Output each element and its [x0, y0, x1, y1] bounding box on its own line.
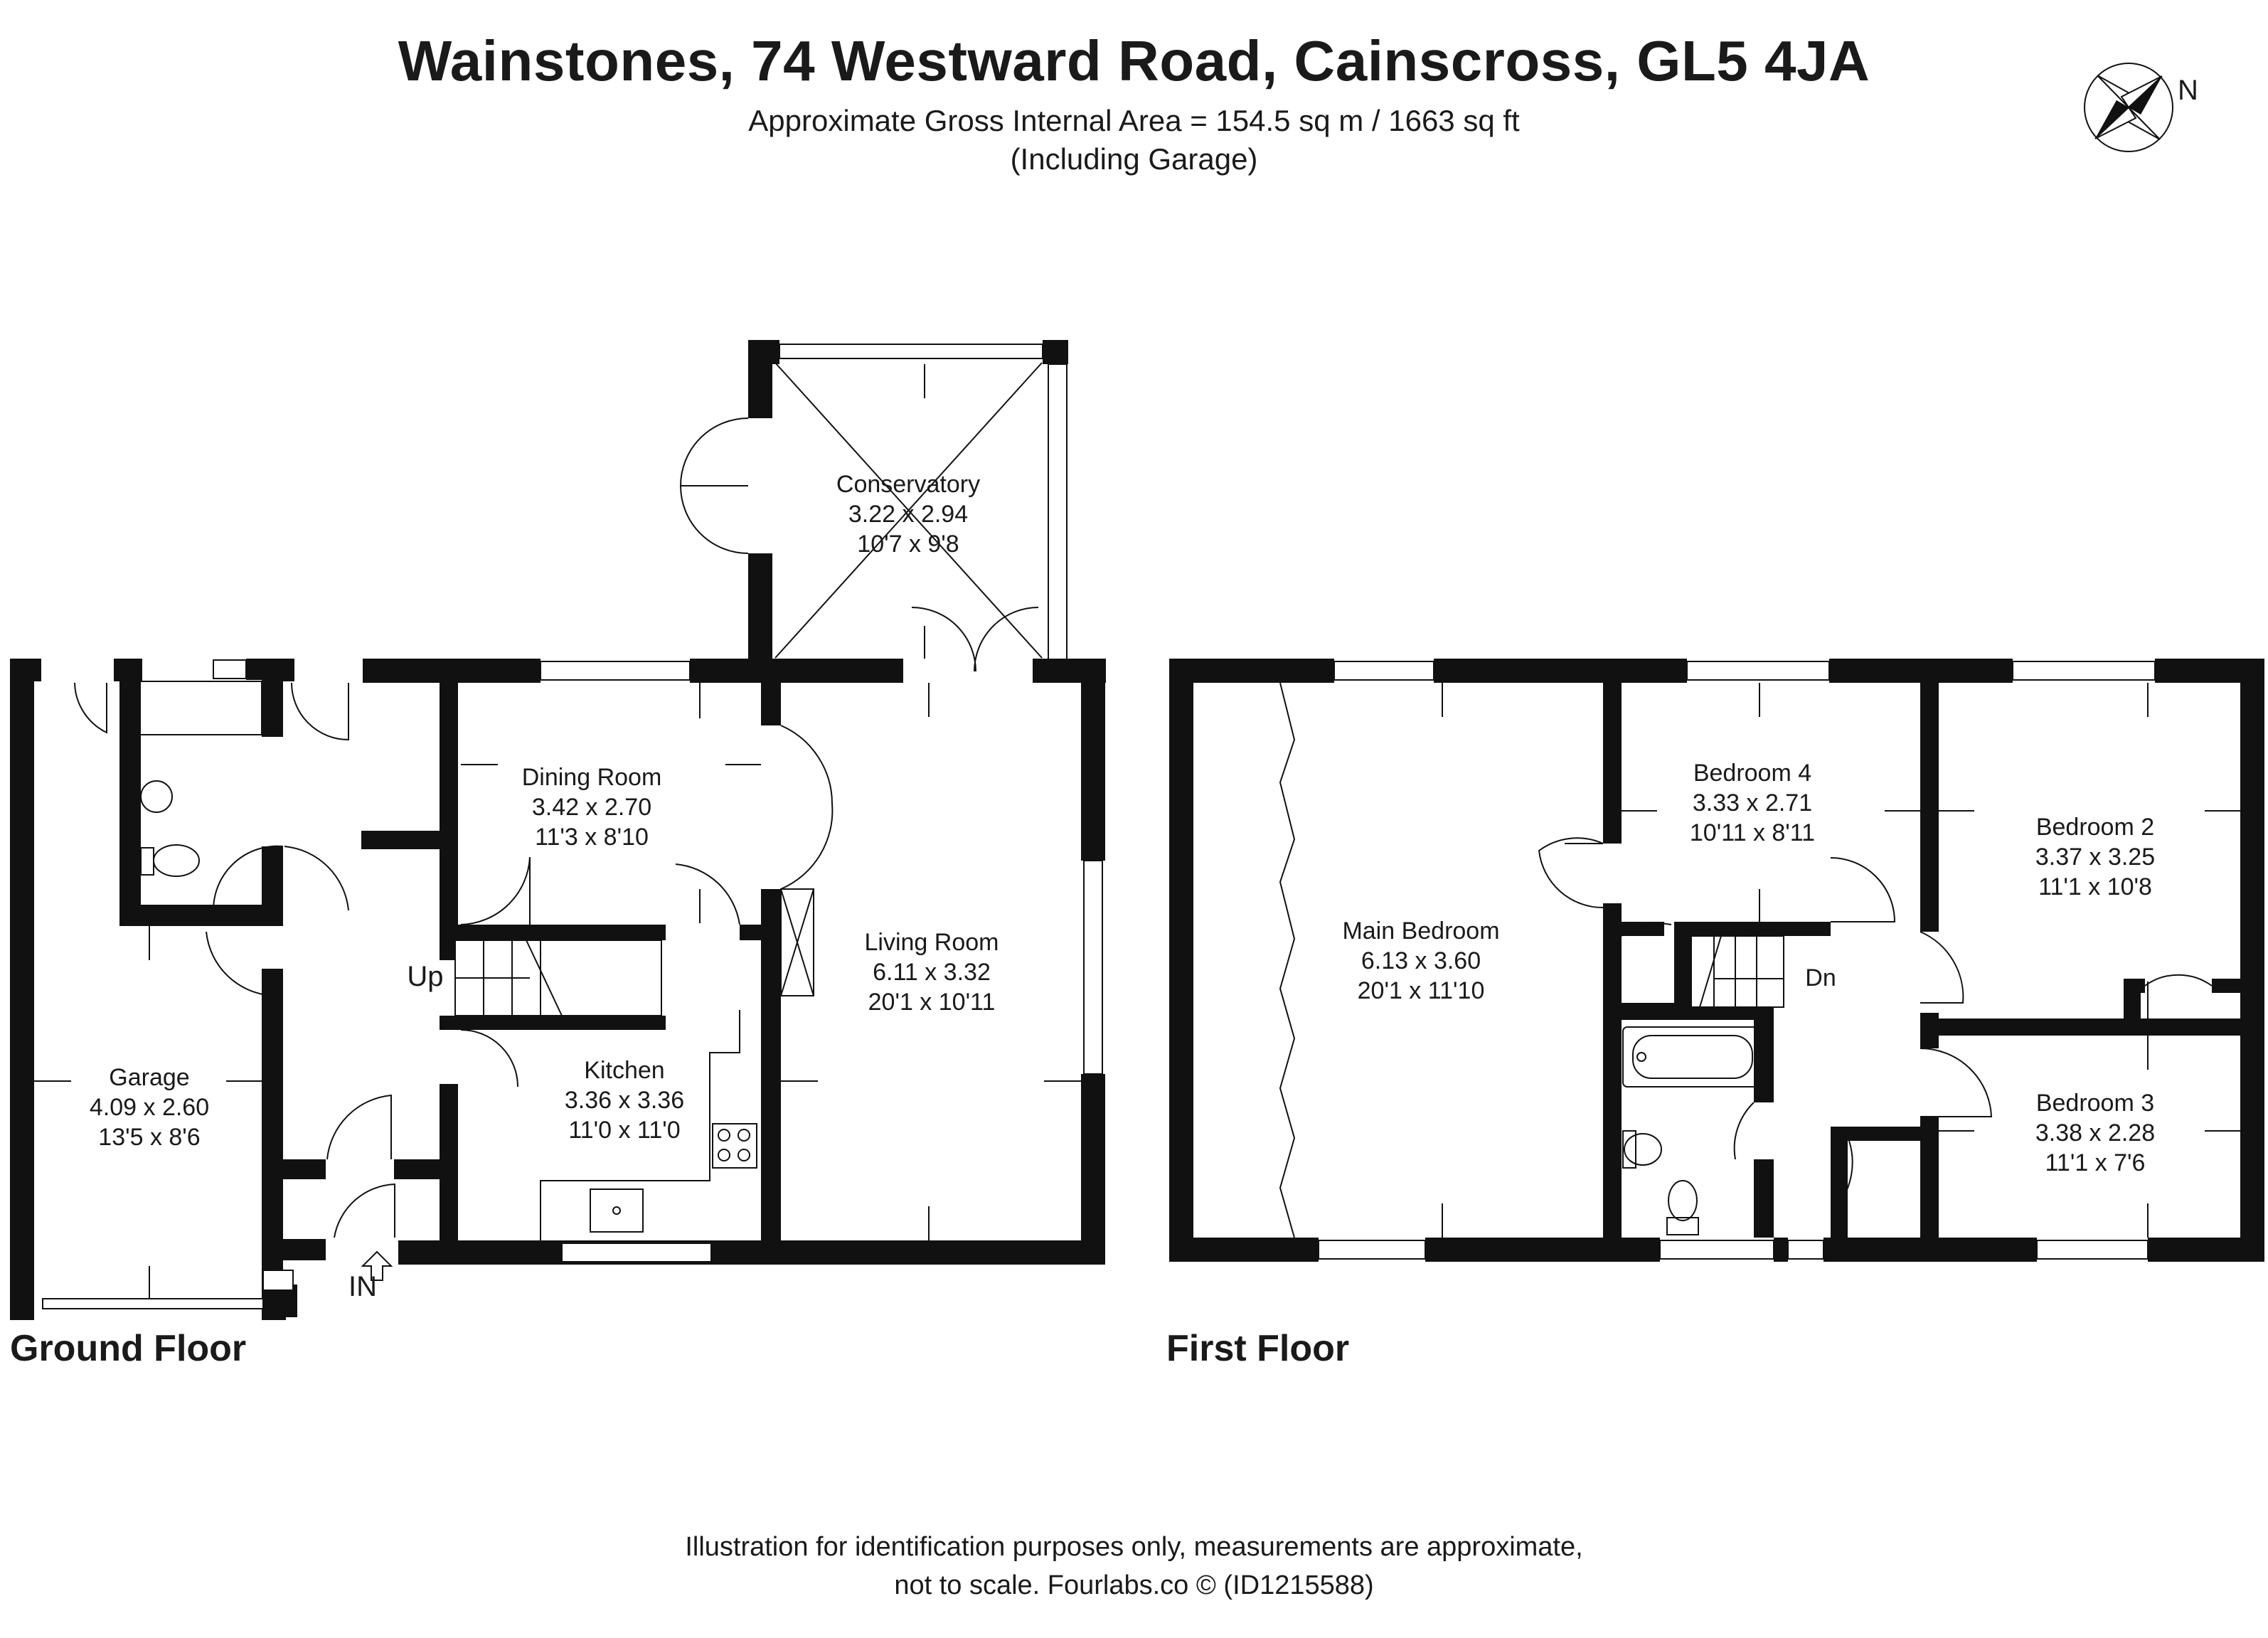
bedroom-3-metric: 3.38 x 2.28	[2035, 1120, 2155, 1147]
conservatory-metric: 3.22 x 2.94	[848, 501, 968, 528]
kitchen-imperial: 11'0 x 11'0	[568, 1117, 680, 1144]
dining-room-imperial: 11'3 x 8'10	[535, 824, 649, 851]
bedroom-3-name: Bedroom 3	[2036, 1090, 2154, 1117]
entrance-arrow-icon	[361, 1250, 393, 1281]
garage-imperial: 13'5 x 8'6	[98, 1124, 200, 1151]
living-room-name: Living Room	[865, 929, 999, 956]
garage-name: Garage	[109, 1064, 189, 1091]
conservatory-name: Conservatory	[836, 471, 980, 498]
bedroom-2-name: Bedroom 2	[2036, 814, 2154, 841]
bedroom-4-metric: 3.33 x 2.71	[1693, 789, 1812, 817]
entrance-label: IN	[348, 1271, 377, 1302]
bedroom-4-name: Bedroom 4	[1693, 760, 1811, 787]
dining-room-name: Dining Room	[522, 764, 662, 791]
conservatory-imperial: 10'7 x 9'8	[857, 531, 959, 558]
kitchen-name: Kitchen	[584, 1057, 664, 1084]
main-bedroom-metric: 6.13 x 3.60	[1361, 947, 1481, 974]
main-bedroom-name: Main Bedroom	[1342, 918, 1499, 945]
dining-room-metric: 3.42 x 2.70	[532, 794, 651, 821]
first-floor-label: First Floor	[1166, 1328, 1350, 1369]
stairs-down-label: Dn	[1805, 964, 1836, 991]
area-note: (Including Garage)	[1010, 142, 1258, 176]
garage-metric: 4.09 x 2.60	[90, 1094, 209, 1121]
living-room-imperial: 20'1 x 10'11	[868, 989, 996, 1016]
stairs-up-label: Up	[407, 961, 443, 992]
gross-area: Approximate Gross Internal Area = 154.5 …	[748, 104, 1520, 137]
disclaimer-line-1: Illustration for identification purposes…	[685, 1532, 1583, 1562]
disclaimer-line-2: not to scale. Fourlabs.co © (ID1215588)	[894, 1570, 1374, 1600]
compass-icon	[2084, 63, 2173, 152]
main-bedroom-imperial: 20'1 x 11'10	[1358, 977, 1485, 1004]
kitchen-metric: 3.36 x 3.36	[565, 1087, 684, 1114]
compass-north-label: N	[2178, 75, 2198, 106]
bedroom-2-metric: 3.37 x 3.25	[2035, 844, 2155, 871]
ground-floor-label: Ground Floor	[10, 1328, 247, 1369]
bedroom-2-imperial: 11'1 x 10'8	[2038, 873, 2152, 900]
bedroom-3-imperial: 11'1 x 7'6	[2045, 1149, 2146, 1176]
ground-floor-plan: Conservatory 3.22 x 2.94 10'7 x 9'8 Dini…	[10, 340, 1106, 1320]
living-room-metric: 6.11 x 3.32	[873, 959, 991, 986]
plan-title: Wainstones, 74 Westward Road, Cainscross…	[398, 29, 1870, 92]
bedroom-4-imperial: 10'11 x 8'11	[1690, 819, 1815, 846]
first-floor-plan: Main Bedroom 6.13 x 3.60 20'1 x 11'10 Be…	[1169, 659, 2264, 1262]
